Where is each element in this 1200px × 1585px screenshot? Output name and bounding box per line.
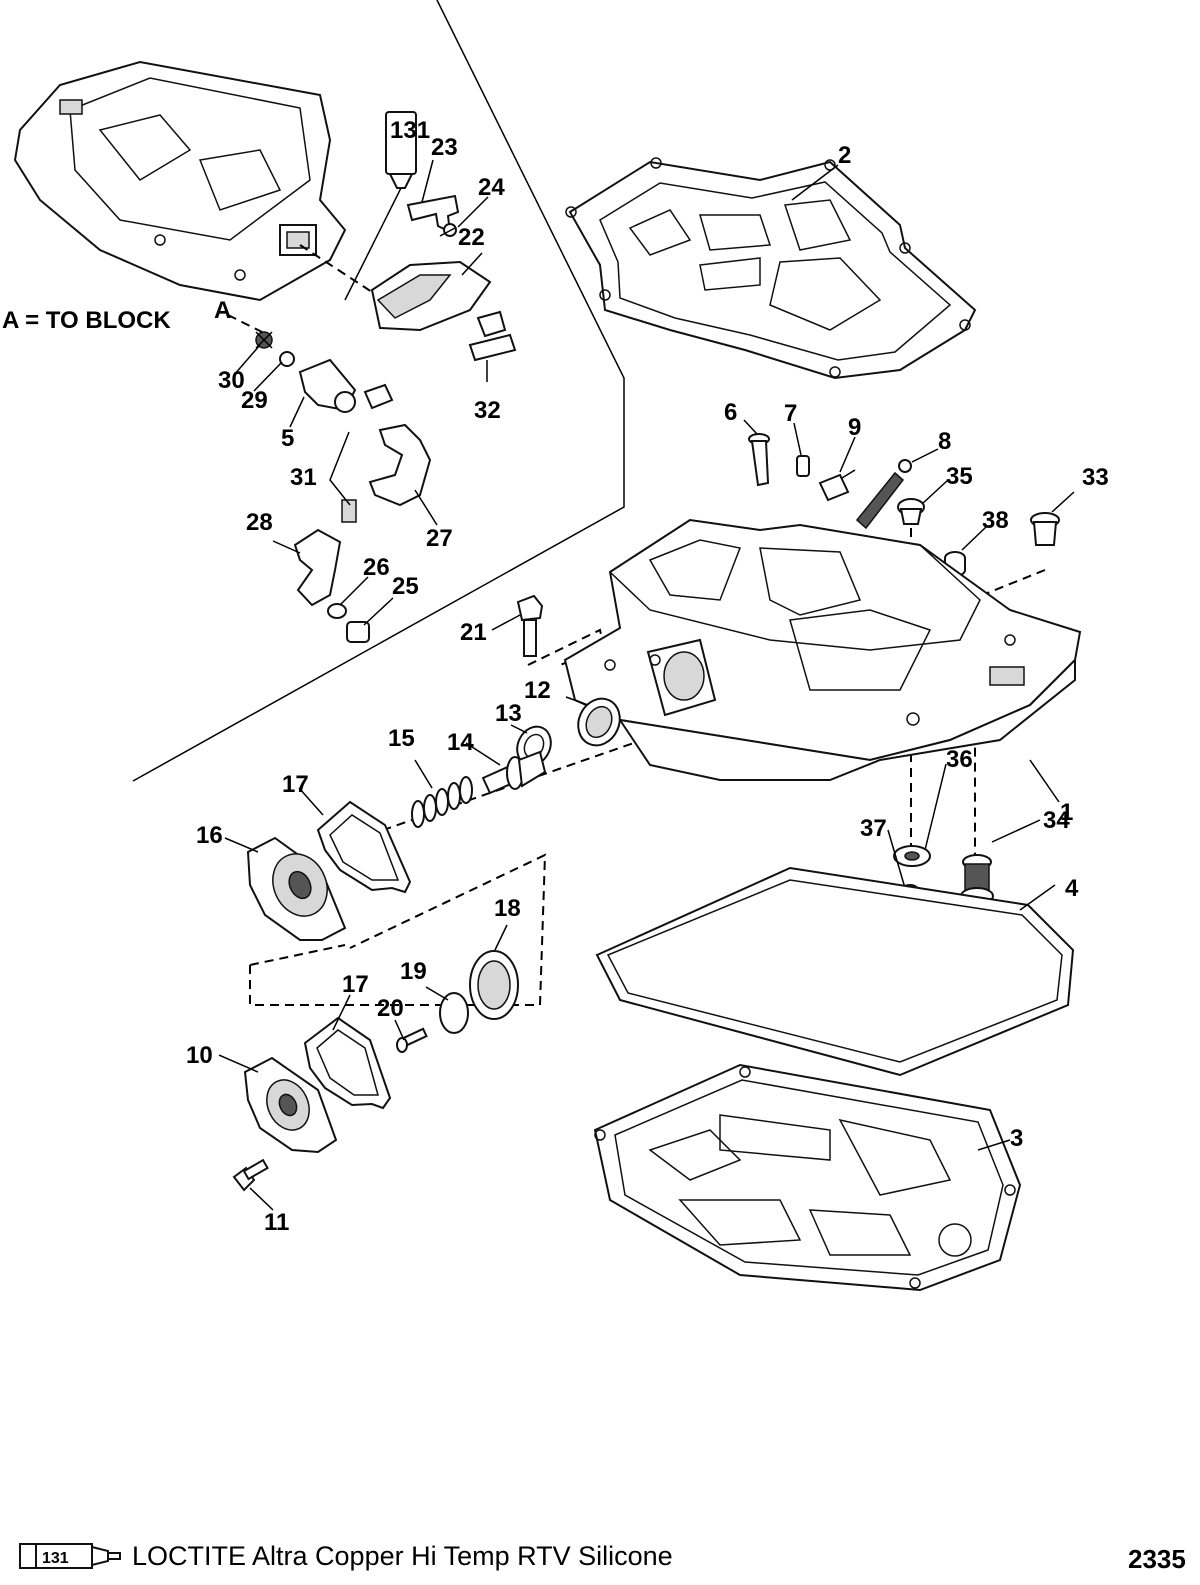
- label-part-11: 11: [264, 1209, 289, 1236]
- label-part-27: 27: [426, 525, 453, 552]
- label-part-8: 8: [938, 428, 951, 455]
- label-part-29: 29: [241, 387, 268, 414]
- part-22-elbow-icon: [370, 260, 492, 332]
- part-9-fitting-icon: [818, 469, 856, 502]
- part-24-screw-icon: [439, 223, 457, 237]
- label-part-17-lower: 17: [342, 971, 369, 998]
- label-part-9: 9: [848, 414, 861, 441]
- label-part-6: 6: [724, 399, 737, 426]
- label-part-22: 22: [458, 224, 485, 251]
- part-3-gasket-icon: [593, 1063, 1022, 1292]
- part-25-cap-icon: [346, 621, 370, 643]
- label-part-17-upper: 17: [282, 771, 309, 798]
- part-35-grommet-icon: [897, 498, 925, 525]
- label-part-5: 5: [281, 425, 294, 452]
- part-32-fitting-icon: [468, 310, 517, 362]
- label-part-26: 26: [363, 554, 390, 581]
- part-16-cover-icon: [246, 836, 347, 941]
- label-part-2: 2: [838, 142, 851, 169]
- part-33-sleeve-icon: [1030, 512, 1060, 546]
- tube-number-label: 131: [390, 117, 430, 144]
- part-4-seal-ring-icon: [595, 866, 1075, 1077]
- part-12-seal-icon: [577, 697, 621, 747]
- label-part-31: 31: [290, 464, 317, 491]
- dashed-assembly-box: [249, 853, 547, 1006]
- part-14-valve-icon: [481, 750, 547, 795]
- reference-letter-a: A: [214, 297, 231, 324]
- label-part-28: 28: [246, 509, 273, 536]
- part-11-bolt-icon: [232, 1158, 269, 1192]
- label-part-12: 12: [524, 677, 551, 704]
- part-21-bolt-icon: [516, 594, 544, 657]
- label-part-21: 21: [460, 619, 487, 646]
- label-part-24: 24: [478, 174, 505, 201]
- legend: 131 LOCTITE Altra Copper Hi Temp RTV Sil…: [18, 1538, 673, 1574]
- inset-divider-line: [132, 0, 625, 782]
- part-1-adaptor-plate-icon: [563, 518, 1082, 781]
- part-29-oring-icon: [279, 351, 295, 367]
- label-part-30: 30: [218, 367, 245, 394]
- label-part-34: 34: [1043, 807, 1070, 834]
- label-part-7: 7: [784, 400, 797, 427]
- part-8-sensor-icon: [855, 459, 912, 530]
- part-31-clamp-icon: [341, 499, 357, 523]
- part-17-upper-gasket-icon: [316, 800, 412, 894]
- label-part-18: 18: [494, 895, 521, 922]
- part-30-check-valve-icon: [255, 331, 273, 349]
- label-part-20: 20: [377, 995, 404, 1022]
- part-18-disc-icon: [469, 950, 519, 1020]
- label-part-23: 23: [431, 134, 458, 161]
- label-part-1: 1: [1060, 799, 1073, 826]
- legend-tube-number: 131: [42, 1550, 69, 1567]
- part-17-lower-gasket-icon: [303, 1016, 392, 1110]
- part-15-spring-icon: [411, 776, 473, 828]
- part-20-pin-icon: [396, 1027, 428, 1053]
- label-part-33: 33: [1082, 464, 1109, 491]
- part-26-oring-icon: [327, 603, 347, 619]
- legend-text: LOCTITE Altra Copper Hi Temp RTV Silicon…: [132, 1540, 673, 1571]
- part-28-elbow-icon: [293, 528, 342, 607]
- label-part-37: 37: [860, 815, 887, 842]
- note-to-block: A = TO BLOCK: [2, 307, 171, 334]
- label-part-38: 38: [982, 507, 1009, 534]
- label-part-3: 3: [1010, 1125, 1023, 1152]
- sealant-tube-icon: 131: [385, 111, 430, 189]
- part-27-hose-icon: [368, 423, 432, 507]
- part-5-fitting-icon: [298, 358, 394, 413]
- label-part-36: 36: [946, 746, 973, 773]
- label-part-19: 19: [400, 958, 427, 985]
- part-19-disc-icon: [439, 992, 469, 1034]
- label-part-14: 14: [447, 729, 474, 756]
- part-36-grommet-icon: [893, 845, 931, 867]
- part-6-pin-icon: [748, 433, 770, 487]
- label-part-4: 4: [1065, 875, 1079, 902]
- part-10-cover-icon: [243, 1056, 338, 1154]
- label-part-10: 10: [186, 1042, 213, 1069]
- inset-adaptor-plate: [13, 60, 347, 302]
- part-2-gasket-icon: [565, 157, 977, 380]
- label-part-15: 15: [388, 725, 415, 752]
- label-part-16: 16: [196, 822, 223, 849]
- label-part-32: 32: [474, 397, 501, 424]
- label-part-13: 13: [495, 700, 522, 727]
- label-part-35: 35: [946, 463, 973, 490]
- figure-number: 2335: [1128, 1544, 1186, 1574]
- label-part-25: 25: [392, 573, 419, 600]
- part-7-dowel-icon: [796, 455, 810, 477]
- sealant-tube-legend-icon: 131: [19, 1543, 121, 1569]
